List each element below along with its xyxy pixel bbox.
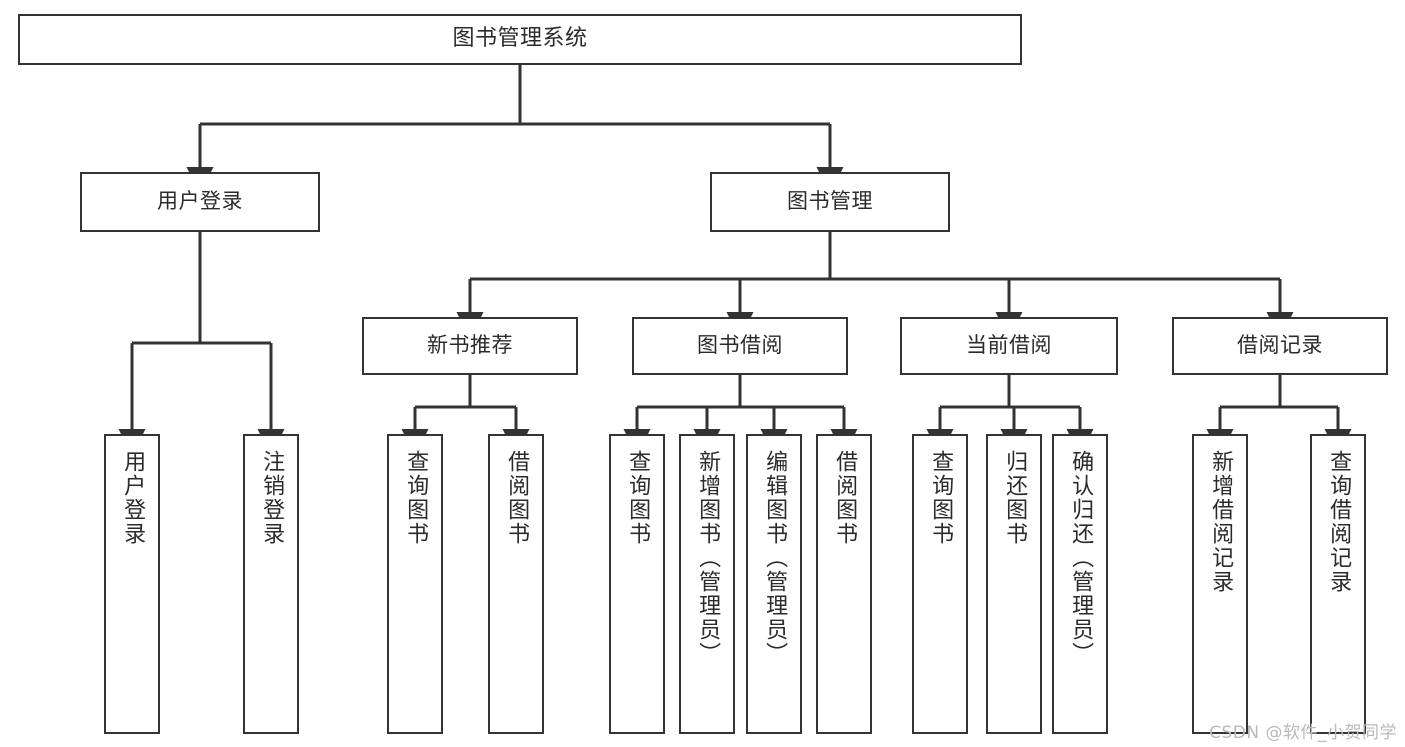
node-leaf-rec-borrow[interactable]: 借阅图书 bbox=[488, 434, 544, 734]
node-label: 确认归还（管理员） bbox=[1068, 450, 1094, 666]
node-leaf-rec-add[interactable]: 新增借阅记录 bbox=[1192, 434, 1248, 734]
node-leaf-user-logout[interactable]: 注销登录 bbox=[243, 434, 299, 734]
node-leaf-cur-confirm[interactable]: 确认归还（管理员） bbox=[1052, 434, 1108, 734]
node-label: 查询图书 bbox=[928, 450, 954, 546]
node-label: 图书借阅 bbox=[697, 333, 783, 358]
node-label: 用户登录 bbox=[120, 450, 146, 546]
node-label: 查询图书 bbox=[625, 450, 651, 546]
node-new-book-rec[interactable]: 新书推荐 bbox=[362, 317, 578, 375]
node-leaf-borrow-do[interactable]: 借阅图书 bbox=[816, 434, 872, 734]
node-label: 新增借阅记录 bbox=[1208, 450, 1234, 594]
node-label: 查询图书 bbox=[403, 450, 429, 546]
node-leaf-cur-query[interactable]: 查询图书 bbox=[912, 434, 968, 734]
node-label: 用户登录 bbox=[157, 189, 243, 214]
watermark: CSDN @软件_小贺同学 bbox=[1209, 723, 1397, 743]
node-leaf-borrow-add[interactable]: 新增图书（管理员） bbox=[679, 434, 735, 734]
node-label: 借阅图书 bbox=[832, 450, 858, 546]
node-label: 借阅记录 bbox=[1237, 333, 1323, 358]
node-leaf-rec-query[interactable]: 查询图书 bbox=[387, 434, 443, 734]
node-user-login[interactable]: 用户登录 bbox=[80, 172, 320, 232]
node-label: 注销登录 bbox=[259, 450, 285, 546]
node-leaf-borrow-edit[interactable]: 编辑图书（管理员） bbox=[746, 434, 802, 734]
node-label: 图书管理 bbox=[787, 189, 873, 214]
node-label: 借阅图书 bbox=[504, 450, 530, 546]
node-label: 新书推荐 bbox=[427, 333, 513, 358]
node-leaf-user-login[interactable]: 用户登录 bbox=[104, 434, 160, 734]
node-book-manage[interactable]: 图书管理 bbox=[710, 172, 950, 232]
node-leaf-rec-search[interactable]: 查询借阅记录 bbox=[1310, 434, 1366, 734]
node-label: 图书管理系统 bbox=[452, 26, 588, 52]
node-leaf-cur-return[interactable]: 归还图书 bbox=[986, 434, 1042, 734]
node-label: 查询借阅记录 bbox=[1326, 450, 1352, 594]
node-label: 编辑图书（管理员） bbox=[762, 450, 788, 666]
node-leaf-borrow-query[interactable]: 查询图书 bbox=[609, 434, 665, 734]
node-book-borrow[interactable]: 图书借阅 bbox=[632, 317, 848, 375]
node-label: 归还图书 bbox=[1002, 450, 1028, 546]
node-label: 当前借阅 bbox=[966, 333, 1052, 358]
node-current-borrow[interactable]: 当前借阅 bbox=[900, 317, 1118, 375]
node-label: 新增图书（管理员） bbox=[695, 450, 721, 666]
node-root[interactable]: 图书管理系统 bbox=[18, 14, 1022, 65]
node-borrow-record[interactable]: 借阅记录 bbox=[1172, 317, 1388, 375]
